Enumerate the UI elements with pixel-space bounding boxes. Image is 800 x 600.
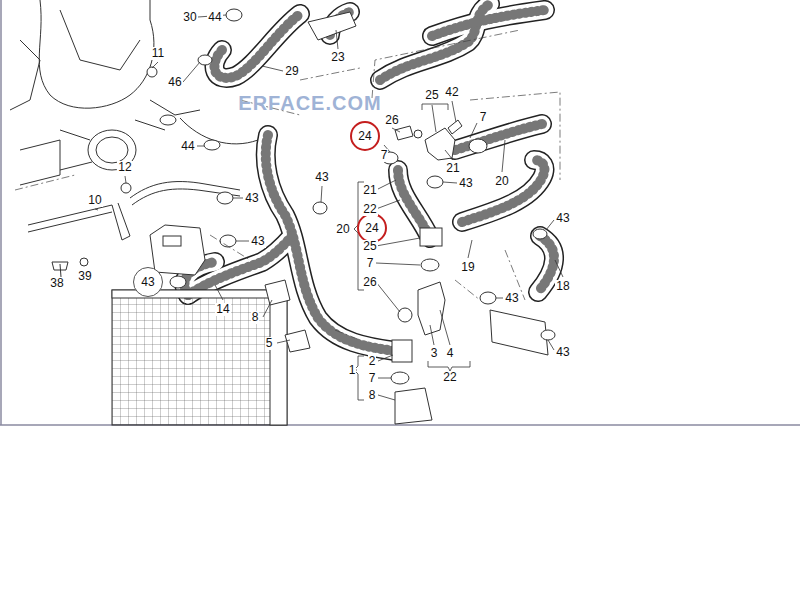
callout-number: 3: [430, 347, 439, 360]
callout-number: 7: [366, 257, 375, 270]
callout-number: 38: [49, 277, 64, 290]
callout-number: 24: [365, 222, 378, 235]
callout-number: 23: [330, 51, 345, 64]
callout-number: 44: [207, 11, 222, 24]
callout-number: 20: [335, 223, 350, 236]
callout-number: 39: [77, 270, 92, 283]
callout-number: 4: [446, 347, 455, 360]
callout-number: 43: [504, 292, 519, 305]
callout-number: 25: [424, 89, 439, 102]
callout-number: 21: [445, 162, 460, 175]
highlight-circle: 24: [357, 213, 387, 243]
callout-number: 19: [460, 261, 475, 274]
callout-number: 7: [380, 149, 389, 162]
callout-circle: 43: [133, 267, 163, 297]
callout-number: 5: [265, 337, 274, 350]
callout-number: 24: [358, 130, 371, 143]
watermark: ERFACE.COM: [238, 92, 381, 115]
callout-number: 21: [362, 184, 377, 197]
callout-number: 46: [167, 76, 182, 89]
callout-number: 12: [117, 161, 132, 174]
callout-number: 43: [244, 192, 259, 205]
callout-number: 7: [368, 372, 377, 385]
callout-number: 22: [442, 371, 457, 384]
callout-number: 30: [182, 11, 197, 24]
callout-number: 25: [362, 240, 377, 253]
callout-number: 8: [368, 389, 377, 402]
callout-number: 14: [215, 303, 230, 316]
callout-number: 43: [458, 177, 473, 190]
callout-number: 43: [555, 212, 570, 225]
callout-number: 2: [368, 355, 377, 368]
highlight-circle: 24: [350, 121, 380, 151]
callout-number: 42: [444, 86, 459, 99]
callout-number: 18: [555, 280, 570, 293]
callout-number: 7: [479, 111, 488, 124]
callout-number: 44: [180, 140, 195, 153]
callout-number: 11: [151, 47, 165, 60]
callout-number: 20: [494, 175, 509, 188]
callout-number: 10: [87, 194, 102, 207]
callout-number: 26: [384, 114, 399, 127]
callout-number: 26: [362, 276, 377, 289]
callout-number: 29: [284, 65, 299, 78]
callout-number: 1: [348, 364, 357, 377]
callout-number: 43: [250, 235, 265, 248]
callout-number: 43: [314, 171, 329, 184]
callout-number: 22: [362, 203, 377, 216]
callout-number: 8: [251, 311, 260, 324]
callout-number: 43: [141, 276, 154, 289]
callout-number: 43: [555, 346, 570, 359]
